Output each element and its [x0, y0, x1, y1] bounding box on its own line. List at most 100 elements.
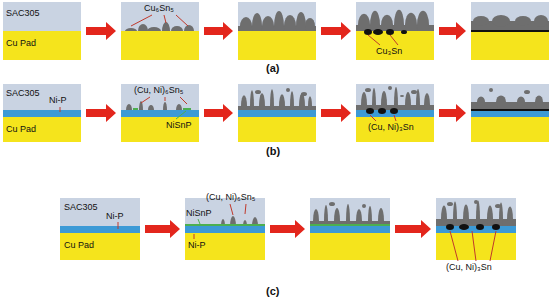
imc-particle: [329, 202, 335, 206]
leader-line: [194, 234, 195, 239]
nisnp-layer: [310, 224, 390, 226]
leader-line: [390, 35, 398, 45]
process-arrow: [204, 104, 233, 122]
leader-line: [176, 111, 186, 119]
leader-line: [230, 204, 233, 215]
leader-line: [370, 115, 376, 121]
leader-line: [368, 35, 380, 45]
cu-pad: [436, 233, 516, 260]
cu3sn-grain: [459, 224, 469, 230]
part-label: NiSnP: [186, 208, 212, 218]
ni-p-layer: [185, 226, 265, 233]
leader-line: [165, 97, 166, 101]
imc-particle: [286, 88, 290, 92]
ni-p-layer: [3, 110, 81, 117]
cu3sn-grain: [476, 224, 484, 230]
imc-grain: [517, 96, 525, 107]
leader-line: [490, 231, 496, 261]
leader-line: [198, 219, 200, 224]
imc-particle: [400, 95, 404, 97]
cu-pad: [3, 117, 81, 142]
part-label: (Cu, Ni)₆Sn₅: [206, 192, 255, 202]
leader-line: [245, 204, 246, 214]
process-arrow: [145, 220, 180, 238]
solder-layer: [471, 84, 549, 110]
cu-pad: [471, 117, 549, 142]
cu3sn-grain: [446, 224, 454, 230]
leader-line: [60, 107, 61, 112]
part-label: SAC305: [6, 8, 40, 18]
leader-line: [394, 115, 396, 121]
cu3sn-grain: [492, 224, 500, 230]
cu-pad: [3, 31, 81, 60]
ni-p-layer: [310, 226, 390, 233]
cu3sn-grain: [373, 29, 383, 35]
ni-p-layer: [238, 110, 316, 117]
solder-layer: [471, 2, 549, 31]
process-arrow: [270, 220, 305, 238]
solder-layer: [436, 198, 516, 226]
solder-layer: [310, 198, 390, 226]
part-label: (Cu, Ni)₆Sn₅: [134, 85, 183, 95]
leader-line: [472, 231, 476, 261]
process-arrow: [321, 22, 351, 40]
cu-pad: [471, 31, 549, 60]
panel-label: (b): [266, 145, 280, 158]
cu-pad: [310, 233, 390, 260]
leader-line: [180, 97, 187, 104]
imc-particle: [388, 86, 392, 90]
leader-line: [450, 231, 458, 261]
solder-layer: [3, 2, 81, 31]
imc-grain: [496, 95, 506, 108]
imc-grain: [534, 15, 548, 27]
leader-line: [131, 15, 152, 26]
leader-line: [164, 15, 166, 23]
leader-line: [118, 222, 119, 229]
ni-p-layer: [60, 226, 140, 233]
process-arrow: [321, 104, 351, 122]
nisnp-layer: [185, 224, 265, 226]
part-label: Cu Pad: [6, 124, 36, 134]
imc-grain: [477, 96, 485, 107]
part-label: Cu Pad: [64, 240, 94, 250]
part-label: Ni-P: [49, 95, 67, 105]
part-label: Ni-P: [188, 240, 206, 250]
ni-p-layer: [121, 110, 199, 117]
cu-pad: [238, 31, 316, 60]
cu-pad: [238, 117, 316, 142]
imc-particle: [489, 88, 493, 92]
cu3sn-layer: [471, 109, 549, 111]
part-label: SAC305: [64, 202, 98, 212]
cu3sn-grain: [390, 108, 398, 114]
imc-grain: [473, 16, 489, 26]
process-arrow: [395, 220, 431, 238]
cu-pad: [121, 117, 199, 142]
imc-particle: [524, 90, 530, 94]
process-arrow: [439, 22, 466, 40]
leader-line: [141, 97, 150, 103]
nisnp-layer: [133, 108, 138, 110]
part-label: SAC305: [6, 88, 40, 98]
imc-particle: [255, 90, 261, 94]
cu3sn-grain: [378, 108, 386, 114]
leader-line: [176, 15, 188, 26]
nisnp-layer: [183, 108, 191, 110]
process-arrow: [204, 22, 233, 40]
imc-grain: [535, 95, 543, 108]
part-label: Cu₆Sn₅: [144, 3, 174, 13]
cu3sn-grain: [366, 108, 374, 114]
part-label: (Cu, Ni)₃Sn: [446, 262, 492, 272]
part-label: Ni-P: [106, 211, 124, 221]
cu-pad: [185, 233, 265, 260]
process-arrow: [86, 22, 116, 40]
imc-particle: [362, 204, 366, 208]
solder-layer: [121, 84, 199, 110]
part-label: (Cu, Ni)₃Sn: [368, 122, 414, 132]
cu3sn-layer: [471, 30, 549, 32]
solder-layer: [3, 84, 81, 110]
imc-grain: [515, 16, 531, 26]
imc-particle: [411, 90, 417, 94]
part-label: Cu₃Sn: [376, 46, 402, 56]
process-arrow: [86, 104, 116, 122]
